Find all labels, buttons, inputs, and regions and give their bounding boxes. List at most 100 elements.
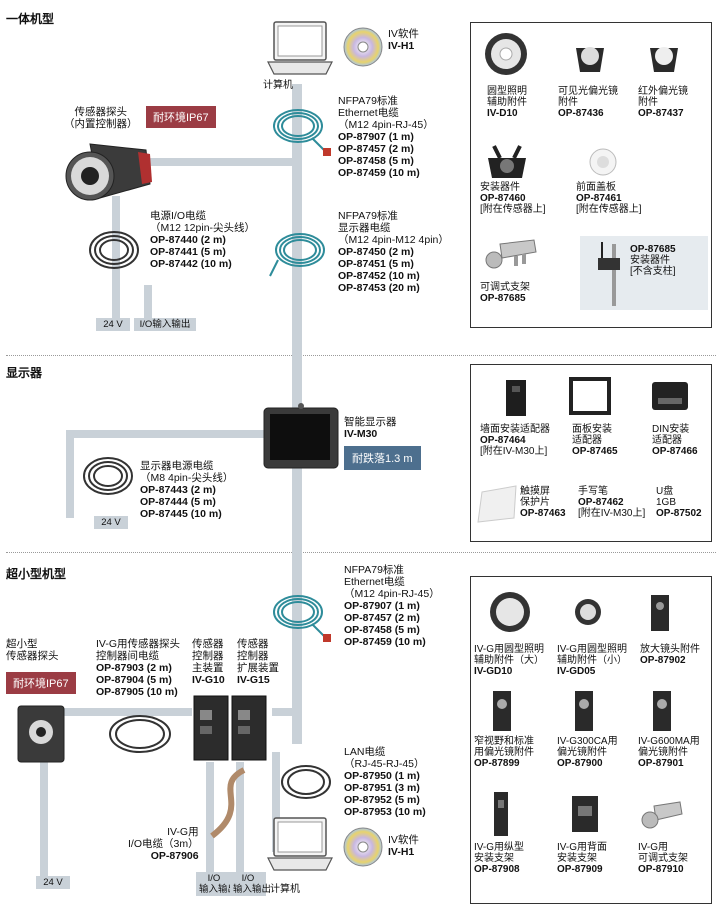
ring-light-small-icon	[575, 599, 601, 625]
head-cable-icon	[109, 715, 171, 753]
compact-sensor-head-icon	[17, 705, 65, 763]
software-cd-icon	[343, 827, 383, 867]
lan-cable-icon	[281, 765, 331, 799]
power-cable-info: 电源I/O电缆 （M12 12pin-尖头线） OP-87440 (2 m) O…	[150, 210, 256, 270]
section-title-display: 显示器	[6, 366, 43, 380]
pipe	[40, 708, 48, 880]
pipe	[236, 762, 244, 874]
ring-light-icon	[485, 33, 527, 75]
pipe	[272, 752, 280, 852]
laptop-icon	[267, 21, 333, 75]
compact-ethernet-cable-info: NFPA79标准 Ethernet电缆 （M12 4pin-RJ-45） OP-…	[344, 564, 440, 648]
compact-accessory-1: IV-G用圆型照明辅助附件（小）IV-GD05	[557, 644, 628, 677]
compact-sensor-head-label: 超小型传感器探头	[6, 638, 59, 662]
pole-mount-icon	[598, 242, 620, 306]
mount-icon	[488, 145, 526, 178]
rear-bracket-icon	[572, 796, 598, 832]
pipe	[144, 285, 152, 320]
pipe	[66, 430, 266, 438]
g300-polarizer-icon	[575, 691, 593, 731]
compact-accessory-0: IV-G用圆型照明辅助附件（大）IV-GD10	[474, 644, 545, 677]
pc-label: 计算机	[263, 80, 293, 91]
sensor-head-label: 传感器探头（内置控制器）	[64, 106, 138, 130]
laptop-icon	[267, 817, 333, 871]
io-cable-icon	[210, 767, 246, 839]
front-cover-icon	[589, 148, 617, 176]
pipe	[112, 196, 120, 318]
display-cable-info: NFPA79标准 显示器电缆 （M12 4pin-M12 4pin） OP-87…	[338, 210, 449, 294]
lan-cable-info: LAN电缆 （RJ-45-RJ-45） OP-87950 (1 m) OP-87…	[344, 746, 426, 818]
section-title-compact: 超小型机型	[6, 567, 67, 581]
drop-badge: 耐跌落1.3 m	[344, 446, 421, 470]
magnify-lens-icon	[651, 595, 669, 631]
sensor-head-icon	[65, 143, 152, 201]
software-cd-icon	[343, 27, 383, 67]
pipe	[206, 762, 214, 874]
adjustable-bracket-icon	[485, 239, 537, 269]
ethernet-cable-icon	[273, 595, 331, 642]
vertical-bracket-icon	[494, 792, 508, 836]
monitor-icon	[263, 403, 339, 469]
compact-pc-label: 计算机	[270, 884, 300, 895]
controller-units-icon	[193, 695, 267, 761]
tag-24v: 24 V	[94, 516, 128, 529]
display-power-cable-info: 显示器电源电缆 （M8 4pin-尖头线） OP-87443 (2 m) OP-…	[140, 460, 234, 520]
ethernet-cable-info: NFPA79标准 Ethernet电缆 （M12 4pin-RJ-45） OP-…	[338, 95, 434, 179]
compact-ip67-badge: 耐环境IP67	[6, 672, 76, 694]
panel-adapter-icon	[569, 377, 611, 415]
divider	[6, 355, 716, 356]
screen-protector-icon	[477, 485, 517, 523]
adjustable-bracket-g-icon	[641, 801, 683, 829]
divider	[6, 552, 716, 553]
power-cable-icon	[89, 231, 139, 269]
tag-24v: 24 V	[96, 318, 130, 331]
din-adapter-icon	[652, 382, 688, 410]
head-cable-info: IV-G用传感器探头 控制器间电缆 OP-87903 (2 m) OP-8790…	[96, 638, 181, 698]
ring-light-large-icon	[490, 592, 530, 632]
tag-io: I/O输入输出	[134, 318, 196, 331]
pipe	[130, 158, 300, 166]
display-power-cable-icon	[83, 457, 133, 495]
section-title-integrated: 一体机型	[6, 12, 55, 26]
io-cable-info: IV-G用 I/O电缆（3m） OP-87906	[128, 826, 199, 862]
pipe	[272, 708, 300, 716]
narrow-polarizer-icon	[493, 691, 511, 731]
wall-adapter-icon	[506, 380, 526, 416]
ir-polarizer-icon	[650, 47, 678, 72]
pipe	[66, 430, 74, 518]
polarizer-icon	[576, 47, 604, 72]
tag-24v: 24 V	[36, 876, 70, 889]
ethernet-cable-icon	[273, 109, 331, 156]
display-cable-icon	[269, 233, 325, 277]
g600-polarizer-icon	[653, 691, 671, 731]
pipe	[40, 708, 192, 716]
ip67-badge: 耐环境IP67	[146, 106, 216, 128]
